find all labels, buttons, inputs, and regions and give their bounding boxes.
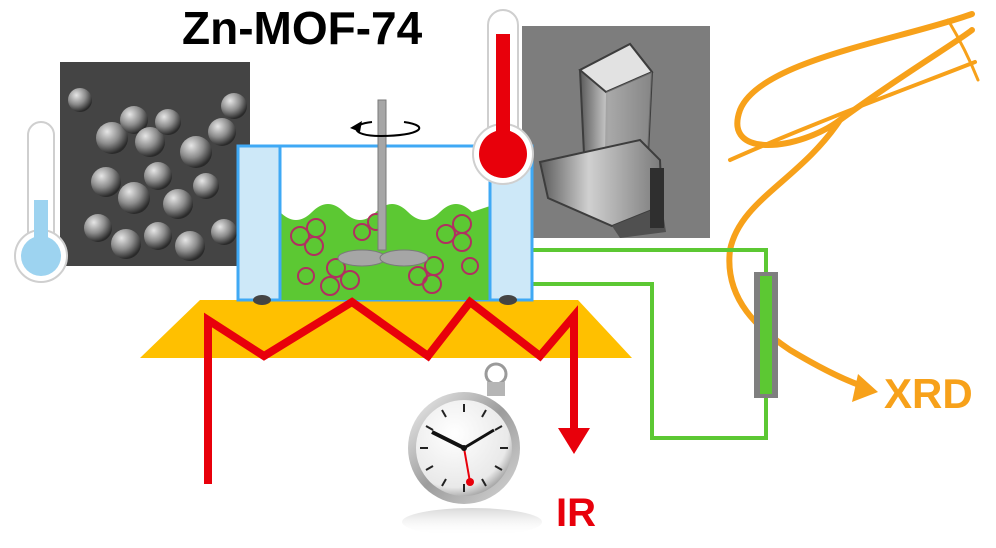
xrd-label: XRD xyxy=(884,370,973,417)
ir-heater-path xyxy=(204,296,590,484)
flow-cell xyxy=(754,272,778,398)
xrd-beam xyxy=(726,11,980,402)
sem-spheres-image xyxy=(60,62,250,266)
ir-arrowhead xyxy=(558,428,590,454)
mof-clusters xyxy=(290,213,479,296)
thermometer-hot-icon xyxy=(472,9,534,185)
xrd-arrowhead xyxy=(852,374,878,402)
stirrer xyxy=(337,99,429,267)
flow-loop xyxy=(490,248,768,440)
diagram-title: Zn-MOF-74 xyxy=(182,2,423,54)
rotation-arrow-icon xyxy=(350,121,421,138)
sem-rod-crystals-image xyxy=(522,26,710,238)
thermometer-cold-icon xyxy=(14,121,68,283)
stopwatch-icon xyxy=(402,362,542,536)
ir-label: IR xyxy=(556,491,596,535)
